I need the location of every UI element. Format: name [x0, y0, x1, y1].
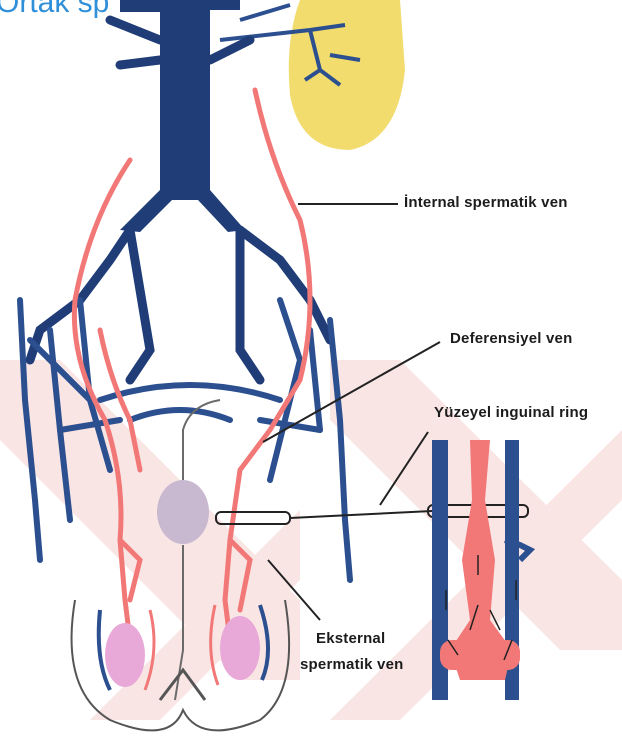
label-external-spermatic-line1: Eksternal [316, 630, 385, 647]
label-external-spermatic-line2: spermatik ven [300, 656, 403, 673]
inset-cord [432, 440, 530, 700]
bladder-shape [157, 480, 209, 544]
inguinal-ring-left [216, 512, 290, 524]
label-deferential-vein: Deferensiyel ven [450, 330, 572, 347]
label-internal-spermatic-vein: İnternal spermatik ven [404, 194, 568, 211]
slide-title: Ortak sp [0, 0, 109, 20]
label-superficial-inguinal-ring: Yüzeyel inguinal ring [434, 404, 588, 421]
kidney-shape [289, 0, 405, 150]
